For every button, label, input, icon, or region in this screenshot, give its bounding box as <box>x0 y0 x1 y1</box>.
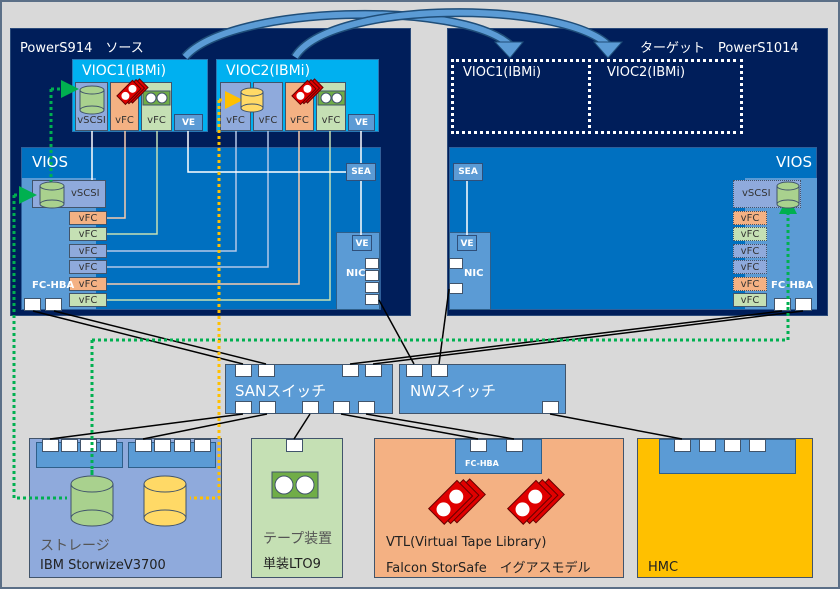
target-nic-port-2[interactable] <box>449 283 463 294</box>
vioc2-vfc-slot-orange[interactable]: vFC <box>285 82 314 131</box>
target-nic-panel <box>449 232 491 310</box>
source-vios-vfc-5[interactable]: vFC <box>69 277 107 291</box>
slot-label: vFC <box>226 115 245 126</box>
vtl-port-1[interactable] <box>470 439 487 452</box>
source-vios-vscsi[interactable]: vSCSI <box>32 180 106 208</box>
hmc-label: HMC <box>648 560 679 575</box>
target-fc-hba-label: FC-HBA <box>771 280 814 291</box>
target-vioc2-title: VIOC2(IBMi) <box>607 65 686 80</box>
hmc-port-3[interactable] <box>724 439 741 452</box>
san-port-top-2[interactable] <box>258 364 275 377</box>
tape-port[interactable] <box>286 439 303 452</box>
slot-label: vFC <box>290 115 309 126</box>
target-sea[interactable]: SEA <box>453 163 483 181</box>
source-vios-title: VIOS <box>32 153 69 171</box>
source-fc-hba-label: FC-HBA <box>32 280 75 291</box>
vtl-label: VTL(Virtual Tape Library) <box>386 535 547 550</box>
target-vios-title: VIOS <box>776 153 813 171</box>
tape-model: 単装LTO9 <box>263 557 321 572</box>
source-nic-port-1[interactable] <box>365 258 379 269</box>
source-server-title: PowerS914 ソース <box>20 41 144 56</box>
vioc1-vscsi-slot[interactable]: vSCSI <box>75 82 108 131</box>
san-port-bottom-5[interactable] <box>358 401 375 414</box>
storage-port-4[interactable] <box>100 439 117 452</box>
vioc1-vfc-slot-orange[interactable]: vFC <box>110 82 139 131</box>
storage-port-7[interactable] <box>174 439 191 452</box>
storage-port-6[interactable] <box>154 439 171 452</box>
target-fc-port-2[interactable] <box>795 298 812 311</box>
source-vios-vfc-3[interactable]: vFC <box>69 244 107 258</box>
storage-port-1[interactable] <box>42 439 59 452</box>
vtl-fc-hba-label: FC-HBA <box>465 459 499 468</box>
vscsi-label: vSCSI <box>71 188 100 199</box>
vioc2-vfc-slot-1[interactable]: vFC <box>220 82 251 131</box>
source-nic-ve[interactable]: VE <box>352 235 372 251</box>
target-vios-vfc-2[interactable]: vFC <box>733 227 767 241</box>
san-port-bottom-1[interactable] <box>235 401 252 414</box>
vioc1-vfc-slot-green[interactable]: vFC <box>141 82 172 131</box>
san-port-top-1[interactable] <box>235 364 252 377</box>
storage-label: ストレージ <box>40 538 110 554</box>
source-sea[interactable]: SEA <box>346 163 376 181</box>
san-port-top-4[interactable] <box>365 364 382 377</box>
san-port-top-3[interactable] <box>342 364 359 377</box>
slot-label: vSCSI <box>77 115 106 126</box>
slot-label: vFC <box>147 115 166 126</box>
target-vios-vfc-1[interactable]: vFC <box>733 211 767 225</box>
nw-port-bottom-1[interactable] <box>542 401 559 414</box>
target-server-title: ターゲット PowerS1014 <box>640 41 799 56</box>
vtl-model: Falcon StorSafe イグアスモデル <box>386 561 591 576</box>
source-nic-port-3[interactable] <box>365 282 379 293</box>
san-port-bottom-3[interactable] <box>302 401 319 414</box>
hmc-port-1[interactable] <box>674 439 691 452</box>
vtl-fc-hba <box>455 439 542 474</box>
nw-port-top-2[interactable] <box>431 364 448 377</box>
target-nic-label: NIC <box>464 268 484 279</box>
vioc2-vfc-slot-2[interactable]: vFC <box>253 82 283 131</box>
nw-switch-title: NWスイッチ <box>410 382 497 400</box>
source-vioc2-title: VIOC2(IBMi) <box>226 63 311 79</box>
san-port-bottom-2[interactable] <box>259 401 276 414</box>
source-nic-label: NIC <box>346 268 366 279</box>
source-nic-port-2[interactable] <box>365 270 379 281</box>
target-vioc2[interactable] <box>588 59 743 134</box>
slot-label: vFC <box>321 115 341 126</box>
target-nic-ve[interactable]: VE <box>457 235 477 251</box>
target-vios-vfc-4[interactable]: vFC <box>733 260 767 274</box>
source-vioc1-title: VIOC1(IBMi) <box>82 63 167 79</box>
nw-switch[interactable] <box>399 364 566 414</box>
storage-model: IBM StorwizeV3700 <box>40 558 166 573</box>
storage-port-8[interactable] <box>194 439 211 452</box>
vtl-port-2[interactable] <box>506 439 523 452</box>
vioc2-ve[interactable]: VE <box>348 114 375 131</box>
hmc-port-4[interactable] <box>749 439 766 452</box>
tape-label: テープ装置 <box>263 531 333 547</box>
slot-label: vFC <box>258 115 278 126</box>
source-vios-vfc-4[interactable]: vFC <box>69 260 107 274</box>
target-vios-vfc-5[interactable]: vFC <box>733 277 767 291</box>
storage-port-3[interactable] <box>80 439 97 452</box>
san-port-bottom-4[interactable] <box>333 401 350 414</box>
slot-label: vFC <box>115 115 134 126</box>
target-nic-port-1[interactable] <box>449 258 463 269</box>
source-vios-vfc-6[interactable]: vFC <box>69 293 107 307</box>
target-vios-vfc-6[interactable]: vFC <box>733 293 767 307</box>
target-vioc1-title: VIOC1(IBMi) <box>463 65 542 80</box>
source-vios-vfc-1[interactable]: vFC <box>69 211 107 225</box>
nw-port-top-1[interactable] <box>406 364 423 377</box>
storage-port-2[interactable] <box>61 439 78 452</box>
source-vios-vfc-2[interactable]: vFC <box>69 227 107 241</box>
hmc-port-2[interactable] <box>699 439 716 452</box>
target-fc-port-1[interactable] <box>774 298 791 311</box>
target-vios-vfc-3[interactable]: vFC <box>733 244 767 258</box>
san-switch-title: SANスイッチ <box>235 382 327 400</box>
source-fc-port-2[interactable] <box>45 298 62 311</box>
target-vios-vscsi[interactable]: vSCSI <box>733 180 801 208</box>
source-nic-port-4[interactable] <box>365 294 379 305</box>
source-fc-port-1[interactable] <box>24 298 41 311</box>
vioc1-ve[interactable]: VE <box>174 114 203 131</box>
vscsi-label: vSCSI <box>742 188 771 199</box>
storage-port-5[interactable] <box>135 439 152 452</box>
vioc2-vfc-slot-green[interactable]: vFC <box>316 82 346 131</box>
